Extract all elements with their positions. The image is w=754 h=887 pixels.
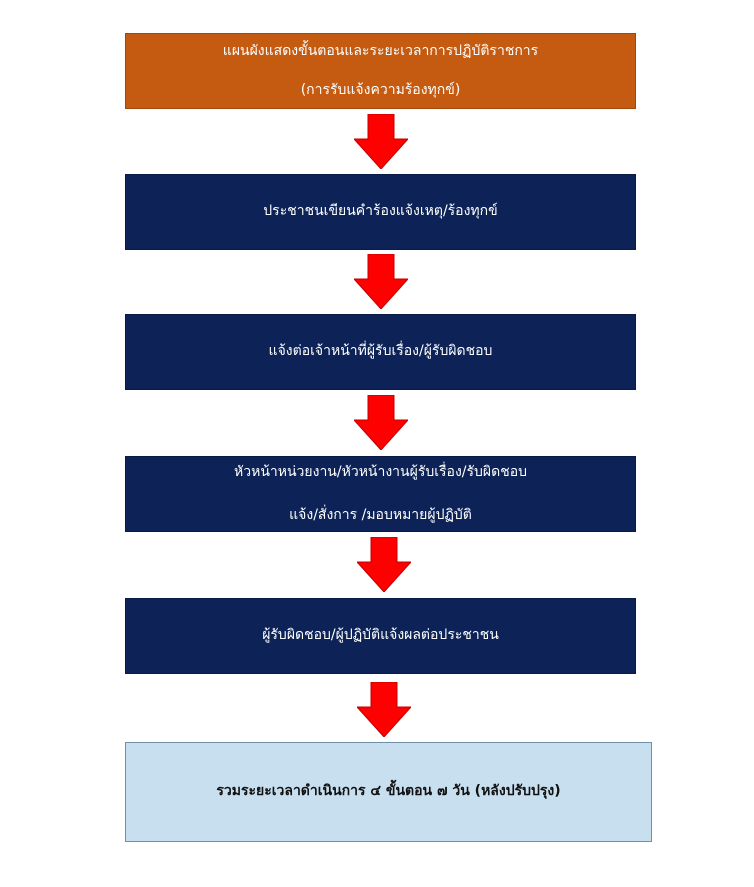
step-3-label-line-1: หัวหน้าหน่วยงาน/หัวหน้างานผู้รับเรื่อง/ร… [234, 463, 527, 480]
down-arrow-icon [357, 682, 411, 737]
step-2-label: แจ้งต่อเจ้าหน้าที่ผู้รับเรื่อง/ผู้รับผิด… [268, 343, 493, 360]
step-3-label-line-2: แจ้ง/สั่งการ /มอบหมายผู้ปฏิบัติ [289, 507, 472, 523]
down-arrow-icon [354, 254, 408, 309]
flowchart-title-box: แผนผังแสดงขั้นตอนและระยะเวลาการปฏิบัติรา… [125, 33, 636, 109]
step-2-box: แจ้งต่อเจ้าหน้าที่ผู้รับเรื่อง/ผู้รับผิด… [125, 314, 636, 390]
step-1-box: ประชาชนเขียนคำร้องแจ้งเหตุ/ร้องทุกข์ [125, 174, 636, 250]
title-line-1: แผนผังแสดงขั้นตอนและระยะเวลาการปฏิบัติรา… [222, 42, 539, 59]
step-4-box: ผู้รับผิดชอบ/ผู้ปฏิบัติแจ้งผลต่อประชาชน [125, 598, 636, 674]
down-arrow-icon [354, 114, 408, 169]
step-3-box: หัวหน้าหน่วยงาน/หัวหน้างานผู้รับเรื่อง/ร… [125, 456, 636, 532]
step-4-label: ผู้รับผิดชอบ/ผู้ปฏิบัติแจ้งผลต่อประชาชน [262, 627, 499, 644]
summary-label: รวมระยะเวลาดำเนินการ ๔ ขั้นตอน ๗ วัน (หล… [216, 783, 561, 800]
step-1-label: ประชาชนเขียนคำร้องแจ้งเหตุ/ร้องทุกข์ [263, 203, 498, 220]
down-arrow-icon [354, 395, 408, 450]
title-line-2: (การรับแจ้งความร้องทุกข์) [300, 82, 461, 98]
summary-box: รวมระยะเวลาดำเนินการ ๔ ขั้นตอน ๗ วัน (หล… [125, 742, 652, 842]
down-arrow-icon [357, 537, 411, 592]
